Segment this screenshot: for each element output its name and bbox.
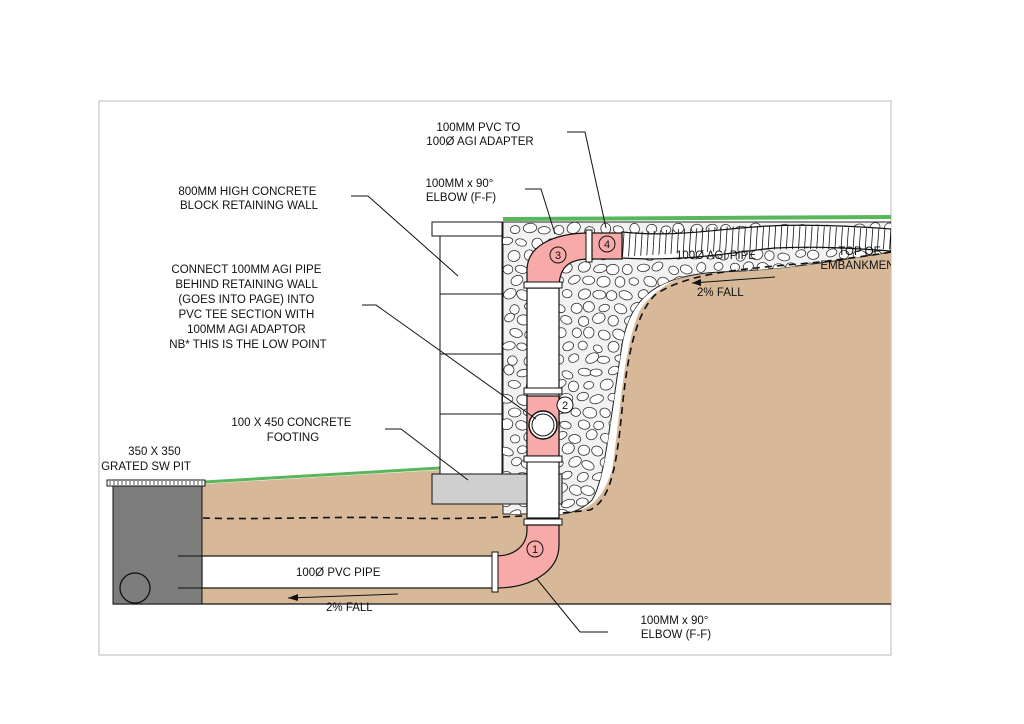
svg-text:4: 4 <box>604 239 610 251</box>
label-top-of-embankment: TOP OF EMBANKMENT <box>820 246 901 272</box>
svg-text:1: 1 <box>532 544 538 556</box>
leader-lines <box>351 131 608 633</box>
label-footing: 100 X 450 CONCRETE FOOTING <box>231 417 354 444</box>
tee-agi-connection <box>528 410 558 440</box>
label-pvc-adapter: 100MM PVC TO 100Ø AGI ADAPTER <box>426 122 533 148</box>
fall-arrow-top <box>691 276 776 286</box>
label-fall-bottom: 2% FALL <box>326 602 373 614</box>
vertical-pvc-pipe <box>523 287 563 526</box>
svg-text:3: 3 <box>555 250 561 262</box>
svg-text:2: 2 <box>562 400 568 412</box>
label-elbow-top: 100MM x 90° ELBOW (F-F) <box>425 178 496 204</box>
fitting-number-1: 1 <box>526 540 544 558</box>
pit-grate <box>106 479 206 487</box>
tee-agi-inner <box>531 413 555 437</box>
top-elbow-collar <box>523 281 563 289</box>
agi-pipe-corrugations <box>622 225 891 258</box>
label-sw-pit: 350 X 350 GRATED SW PIT <box>101 446 191 473</box>
label-retaining-wall: 800MM HIGH CONCRETE BLOCK RETAINING WALL <box>178 186 319 212</box>
sw-pit <box>112 484 203 605</box>
pvc-pipe-collar <box>491 551 499 593</box>
pit-grate-bars <box>109 481 203 485</box>
fall-arrow-bottom <box>287 593 399 601</box>
horizontal-pvc-pipe <box>201 555 497 589</box>
fitting-number-4: 4 <box>598 235 616 253</box>
label-pvc-pipe: 100Ø PVC PIPE <box>296 567 381 579</box>
top-elbow-end-collar <box>585 229 593 263</box>
retaining-wall <box>431 221 503 475</box>
fitting-number-2: 2 <box>556 396 574 414</box>
fitting-number-3: 3 <box>549 246 567 264</box>
grass-top <box>502 215 891 221</box>
label-fall-top: 2% FALL <box>697 287 744 299</box>
excavation-line <box>202 251 891 520</box>
grass-lower <box>203 466 441 484</box>
label-elbow-bottom: 100MM x 90° ELBOW (F-F) <box>640 615 711 641</box>
pit-outlet <box>119 572 151 604</box>
label-connect-note: CONNECT 100MM AGI PIPE BEHIND RETAINING … <box>169 264 326 351</box>
soil-embankment <box>202 252 891 604</box>
label-agi-pipe: 100Ø AGI PIPE <box>676 250 756 262</box>
agi-adapter-fitting <box>591 232 623 260</box>
